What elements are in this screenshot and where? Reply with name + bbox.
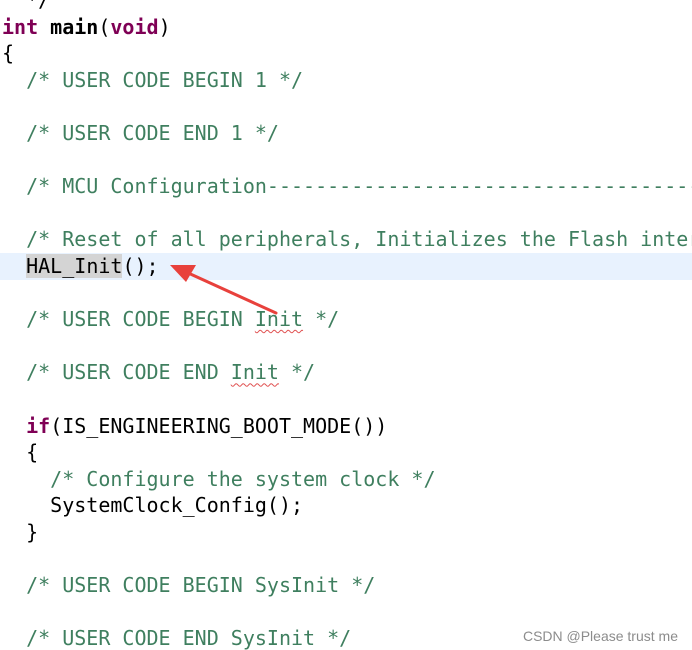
code-line[interactable]: /* USER CODE END SysInit */ (0, 625, 692, 650)
code-token: /* Configure the system clock */ (50, 466, 436, 491)
watermark: CSDN @Please trust me (522, 628, 678, 644)
code-token: void (110, 14, 159, 39)
code-line[interactable] (0, 280, 692, 307)
code-line[interactable]: { (0, 439, 692, 466)
code-token (38, 15, 50, 39)
code-line[interactable]: /* USER CODE END Init */ (0, 359, 692, 386)
code-line[interactable]: /* MCU Configuration--------------------… (0, 173, 692, 200)
code-text: SystemClock_Config(); (2, 493, 304, 518)
code-line[interactable]: { (0, 40, 692, 67)
code-token: ) (158, 14, 171, 39)
code-token: /* Reset of all peripherals, Initializes… (26, 227, 692, 252)
code-token (2, 467, 50, 491)
code-token: (IS_ENGINEERING_BOOT_MODE()) (50, 413, 388, 438)
code-token: /* USER CODE BEGIN 1 */ (26, 67, 304, 92)
code-line-current[interactable]: HAL_Init(); (0, 253, 692, 280)
code-token: HAL_I (26, 254, 87, 278)
code-token (2, 573, 26, 597)
code-token: if (26, 413, 51, 438)
code-token: */ (278, 360, 316, 385)
code-token: /* MCU Configuration--------------------… (26, 174, 692, 199)
code-text: } (2, 520, 39, 544)
code-token: nit (86, 254, 123, 278)
code-token: Init (230, 360, 279, 385)
code-line[interactable]: */ (0, 0, 692, 14)
code-token: ( (98, 14, 111, 39)
code-token: int (2, 14, 39, 39)
code-token (2, 307, 26, 331)
code-line[interactable] (0, 93, 692, 120)
code-token (2, 360, 26, 384)
code-line[interactable]: SystemClock_Config(); (0, 492, 692, 519)
code-token (2, 254, 26, 278)
code-line[interactable]: /* USER CODE BEGIN Init */ (0, 306, 692, 333)
code-line[interactable] (0, 546, 692, 573)
code-token: Init (254, 307, 304, 332)
code-text: { (2, 41, 15, 66)
code-line[interactable]: /* Reset of all peripherals, Initializes… (0, 226, 692, 253)
code-line[interactable] (0, 200, 692, 227)
code-token: */ (303, 307, 340, 332)
code-line[interactable]: /* USER CODE END 1 */ (0, 120, 692, 147)
code-token: /* USER CODE END (26, 360, 231, 385)
code-token: /* USER CODE END SysInit */ (26, 626, 352, 650)
code-token (2, 68, 26, 92)
code-token: (); (122, 254, 159, 278)
code-token (2, 121, 26, 145)
code-token: /* USER CODE BEGIN SysInit */ (26, 573, 376, 598)
code-text: */ (2, 0, 51, 12)
code-token (2, 626, 26, 650)
code-token (2, 414, 26, 438)
code-line[interactable] (0, 386, 692, 413)
code-line[interactable] (0, 147, 692, 174)
code-line[interactable]: /* USER CODE BEGIN SysInit */ (0, 572, 692, 599)
code-token (2, 174, 26, 198)
code-token (2, 227, 26, 251)
code-line[interactable]: if(IS_ENGINEERING_BOOT_MODE()) (0, 413, 692, 440)
code-line[interactable]: } (0, 519, 692, 546)
code-line[interactable] (0, 333, 692, 360)
code-line[interactable]: /* USER CODE BEGIN 1 */ (0, 67, 692, 94)
code-token: /* USER CODE BEGIN (26, 307, 255, 332)
code-line[interactable] (0, 599, 692, 626)
code-line[interactable]: /* Configure the system clock */ (0, 466, 692, 493)
code-token: /* USER CODE END 1 */ (26, 121, 279, 145)
code-text: { (2, 440, 39, 465)
code-line[interactable]: int main(void) (0, 14, 692, 41)
code-token: main (50, 14, 99, 39)
